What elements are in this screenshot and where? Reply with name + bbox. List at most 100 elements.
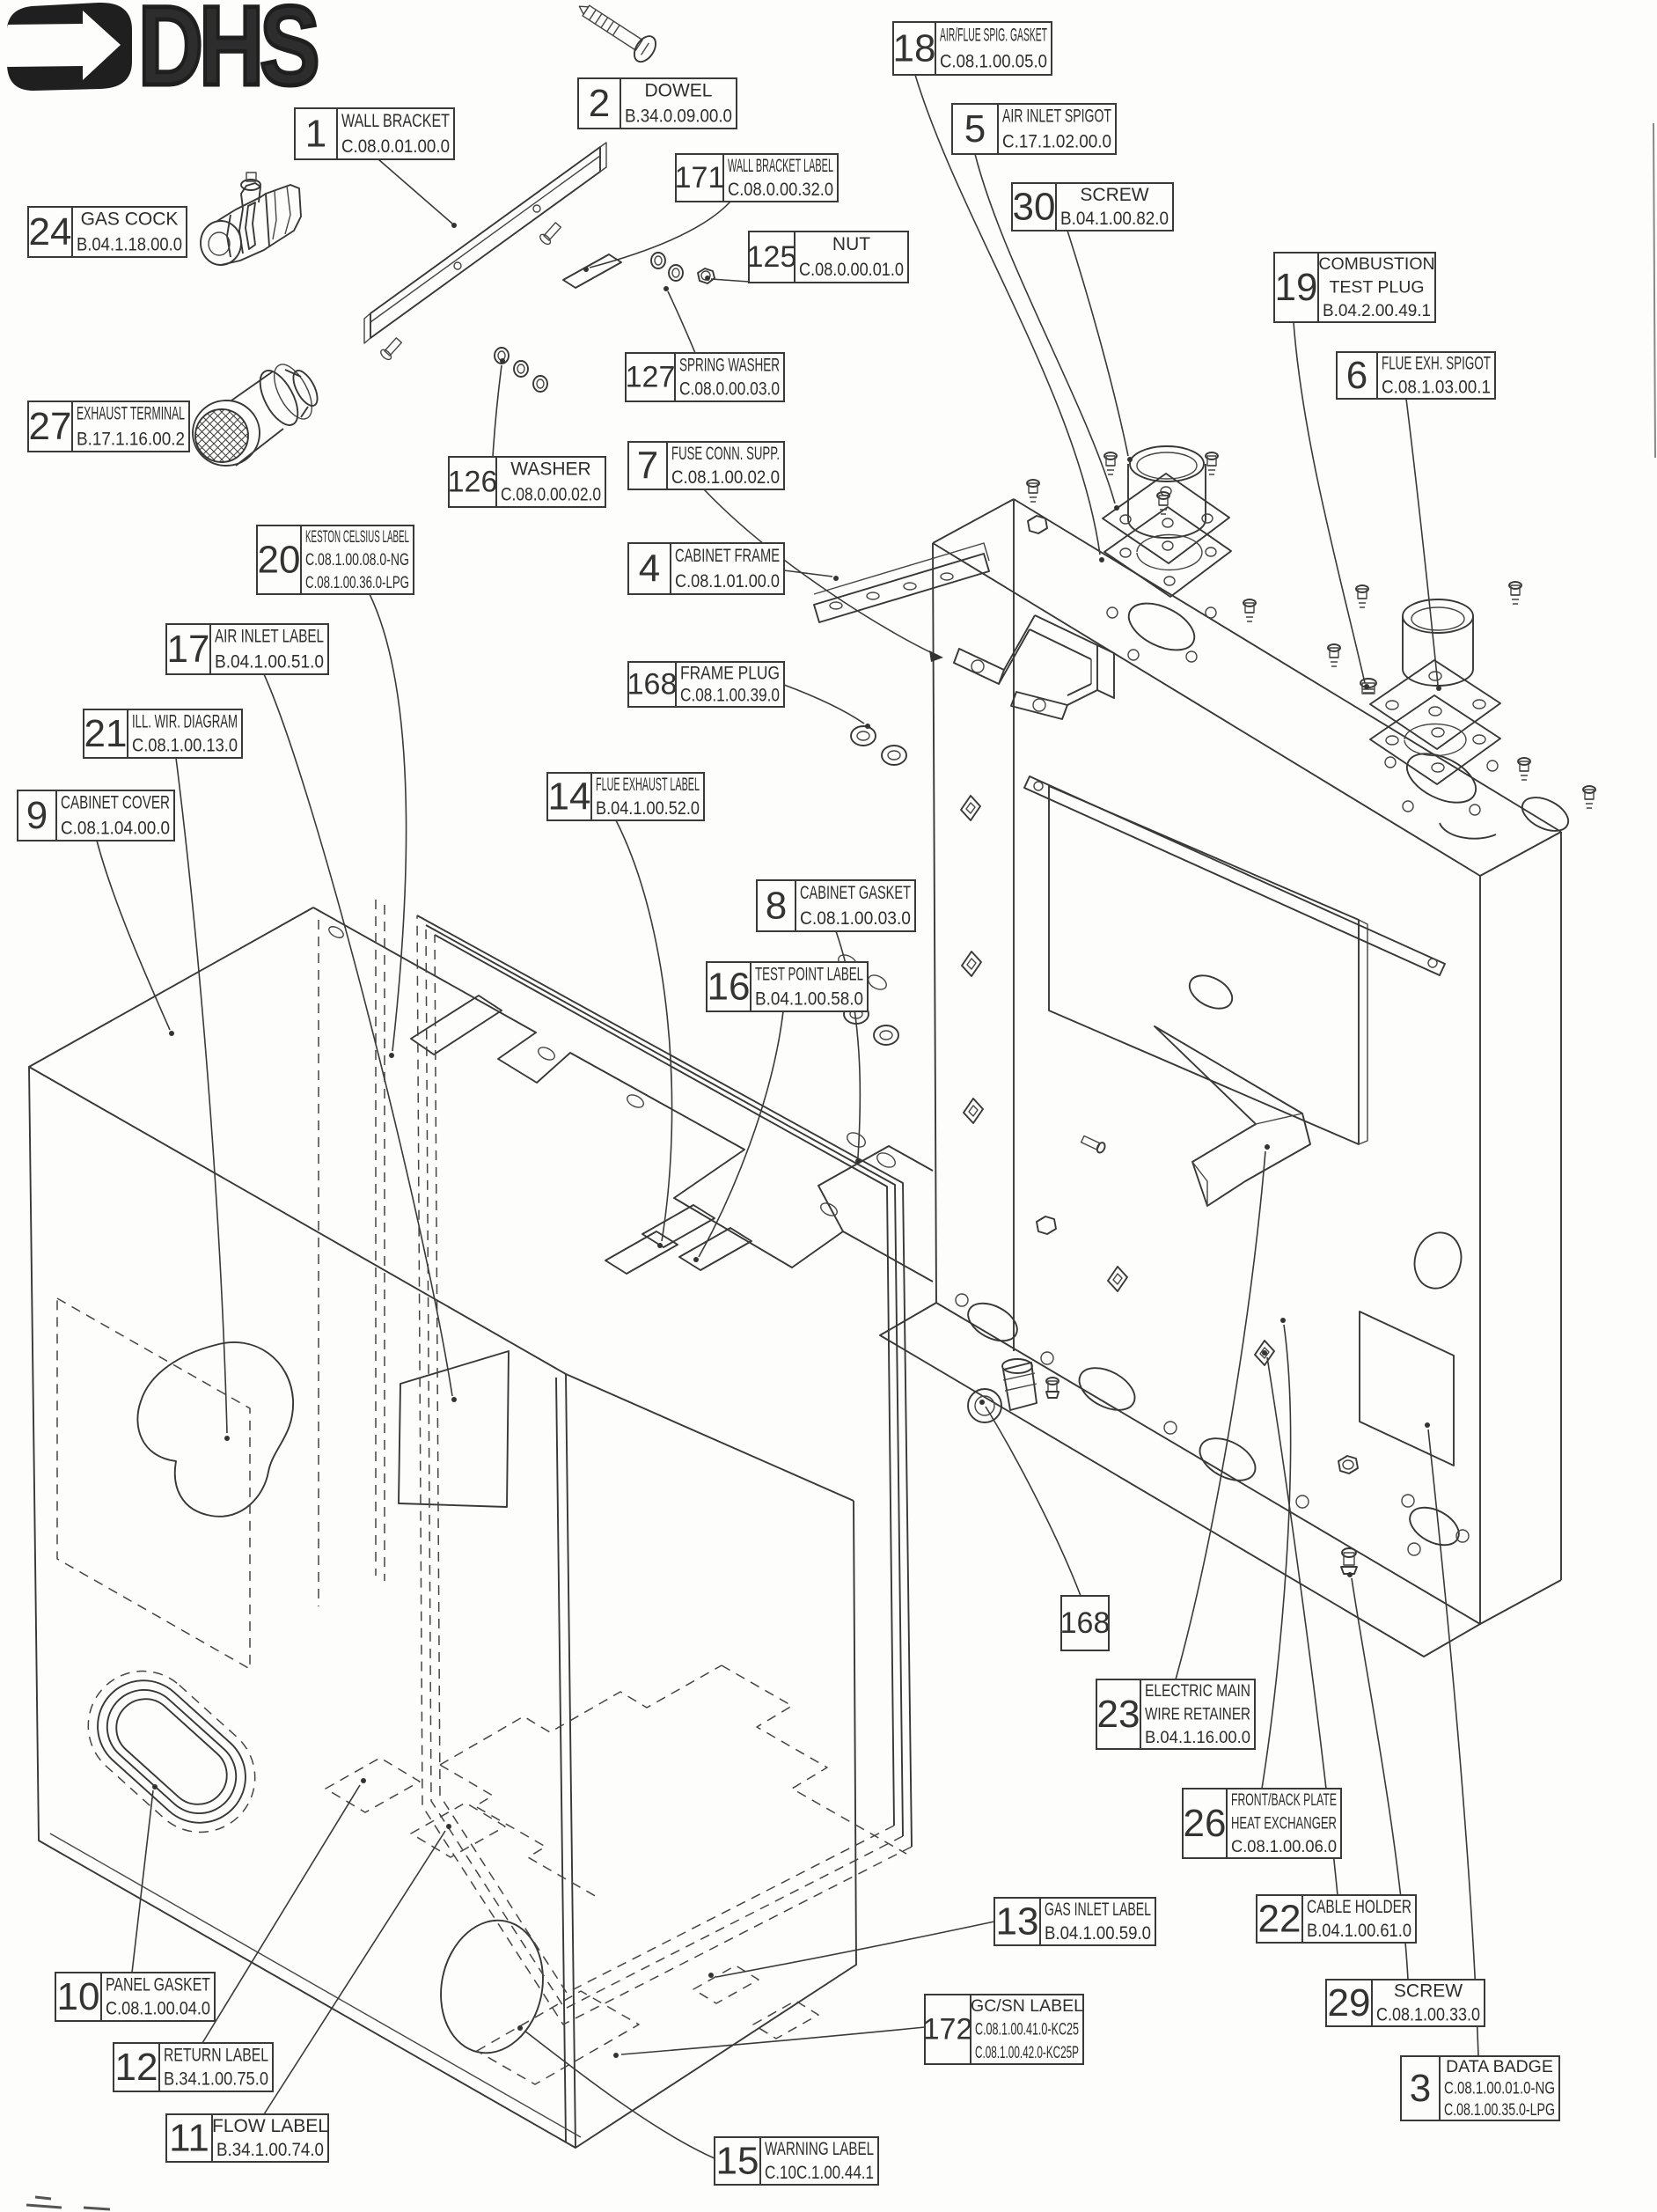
- svg-text:6: 6: [1346, 354, 1367, 397]
- svg-text:C.08.1.00.33.0: C.08.1.00.33.0: [1376, 2004, 1480, 2025]
- svg-text:168: 168: [627, 668, 678, 702]
- svg-text:13: 13: [996, 1900, 1039, 1944]
- svg-text:B.34.0.09.00.0: B.34.0.09.00.0: [625, 106, 732, 126]
- svg-text:C.08.1.00.39.0: C.08.1.00.39.0: [680, 686, 780, 706]
- svg-text:C.08.1.00.06.0: C.08.1.00.06.0: [1231, 1837, 1337, 1856]
- svg-text:B.04.1.00.58.0: B.04.1.00.58.0: [755, 989, 863, 1010]
- svg-text:PANEL GASKET: PANEL GASKET: [106, 1974, 210, 1995]
- svg-text:C.10C.1.00.44.1: C.10C.1.00.44.1: [765, 2163, 874, 2183]
- svg-text:CABINET FRAME: CABINET FRAME: [675, 546, 780, 566]
- svg-text:B.04.1.00.52.0: B.04.1.00.52.0: [596, 798, 700, 819]
- svg-text:B.17.1.16.00.2: B.17.1.16.00.2: [77, 429, 185, 449]
- svg-text:B.04.1.16.00.0: B.04.1.16.00.0: [1145, 1728, 1250, 1747]
- svg-text:FRAME PLUG: FRAME PLUG: [680, 663, 780, 683]
- svg-text:18: 18: [893, 27, 936, 70]
- svg-text:CABLE HOLDER: CABLE HOLDER: [1307, 1897, 1411, 1917]
- svg-text:SPRING WASHER: SPRING WASHER: [679, 355, 780, 375]
- svg-text:SCREW: SCREW: [1394, 1981, 1463, 2002]
- svg-text:11: 11: [169, 2117, 209, 2160]
- svg-text:C.08.1.00.08.0-NG: C.08.1.00.08.0-NG: [305, 550, 409, 570]
- svg-text:168: 168: [1060, 1606, 1111, 1640]
- svg-text:C.08.1.00.36.0-LPG: C.08.1.00.36.0-LPG: [305, 573, 409, 592]
- svg-text:126: 126: [448, 466, 498, 499]
- svg-text:WARNING LABEL: WARNING LABEL: [765, 2139, 874, 2159]
- svg-text:C.08.1.03.00.1: C.08.1.03.00.1: [1382, 377, 1491, 397]
- svg-text:21: 21: [84, 712, 128, 755]
- svg-text:B.34.1.00.75.0: B.34.1.00.75.0: [164, 2069, 268, 2090]
- svg-text:B.04.1.18.00.0: B.04.1.18.00.0: [77, 234, 182, 254]
- svg-text:B.04.1.00.59.0: B.04.1.00.59.0: [1045, 1923, 1151, 1944]
- svg-text:SCREW: SCREW: [1080, 185, 1148, 205]
- svg-text:12: 12: [115, 2046, 158, 2089]
- svg-text:NUT: NUT: [832, 234, 870, 254]
- svg-text:26: 26: [1184, 1802, 1227, 1845]
- svg-text:RETURN LABEL: RETURN LABEL: [164, 2045, 268, 2065]
- svg-text:B.04.1.00.82.0: B.04.1.00.82.0: [1060, 209, 1169, 229]
- svg-text:ILL. WIR. DIAGRAM: ILL. WIR. DIAGRAM: [132, 711, 238, 731]
- svg-text:24: 24: [29, 210, 72, 254]
- svg-text:127: 127: [626, 361, 676, 394]
- svg-text:16: 16: [708, 966, 751, 1009]
- svg-text:FLOW LABEL: FLOW LABEL: [212, 2116, 328, 2136]
- svg-text:CABINET GASKET: CABINET GASKET: [800, 883, 911, 903]
- svg-text:C.08.1.00.35.0-LPG: C.08.1.00.35.0-LPG: [1444, 2100, 1555, 2120]
- svg-text:C.08.1.00.05.0: C.08.1.00.05.0: [940, 52, 1047, 72]
- svg-text:B.34.1.00.74.0: B.34.1.00.74.0: [216, 2140, 324, 2160]
- svg-text:C.08.0.00.32.0: C.08.0.00.32.0: [728, 180, 833, 200]
- svg-text:1: 1: [305, 113, 326, 156]
- svg-text:COMBUSTION: COMBUSTION: [1318, 254, 1434, 274]
- svg-text:5: 5: [964, 107, 986, 151]
- svg-text:AIR/FLUE SPIG. GASKET: AIR/FLUE SPIG. GASKET: [940, 26, 1047, 46]
- svg-text:C.08.1.00.04.0: C.08.1.00.04.0: [106, 1999, 210, 2019]
- svg-text:DOWEL: DOWEL: [644, 81, 712, 101]
- svg-text:B.04.1.00.61.0: B.04.1.00.61.0: [1307, 1921, 1411, 1941]
- svg-text:AIR INLET SPIGOT: AIR INLET SPIGOT: [1002, 107, 1111, 127]
- svg-text:CABINET COVER: CABINET COVER: [61, 793, 170, 813]
- svg-text:FUSE CONN. SUPP.: FUSE CONN. SUPP.: [671, 444, 780, 464]
- svg-text:7: 7: [637, 445, 658, 488]
- svg-text:20: 20: [258, 539, 301, 582]
- svg-text:FLUE EXH. SPIGOT: FLUE EXH. SPIGOT: [1382, 354, 1491, 374]
- svg-text:ELECTRIC MAIN: ELECTRIC MAIN: [1145, 1681, 1250, 1701]
- svg-text:22: 22: [1258, 1898, 1301, 1941]
- svg-text:30: 30: [1013, 186, 1056, 229]
- svg-text:15: 15: [716, 2140, 759, 2183]
- svg-text:29: 29: [1328, 1981, 1371, 2025]
- svg-text:GC/SN LABEL: GC/SN LABEL: [971, 1996, 1083, 2016]
- svg-text:10: 10: [57, 1975, 100, 2018]
- svg-text:C.08.1.00.03.0: C.08.1.00.03.0: [800, 908, 911, 929]
- svg-text:DATA BADGE: DATA BADGE: [1446, 2057, 1553, 2076]
- svg-text:B.04.2.00.49.1: B.04.2.00.49.1: [1323, 301, 1431, 320]
- svg-text:WIRE RETAINER: WIRE RETAINER: [1145, 1705, 1250, 1724]
- svg-text:GAS COCK: GAS COCK: [81, 209, 179, 230]
- svg-text:WALL BRACKET: WALL BRACKET: [341, 111, 450, 131]
- svg-text:C.08.1.00.13.0: C.08.1.00.13.0: [132, 736, 238, 756]
- svg-text:C.08.0.01.00.0: C.08.0.01.00.0: [341, 136, 450, 157]
- svg-text:17: 17: [167, 628, 210, 671]
- svg-text:C.08.0.00.02.0: C.08.0.00.02.0: [501, 484, 601, 504]
- svg-text:27: 27: [29, 405, 72, 448]
- svg-text:14: 14: [548, 775, 591, 819]
- svg-text:C.08.1.00.01.0-NG: C.08.1.00.01.0-NG: [1444, 2079, 1555, 2098]
- svg-text:171: 171: [675, 161, 725, 195]
- svg-text:C.08.1.00.42.0-KC25P: C.08.1.00.42.0-KC25P: [975, 2043, 1079, 2062]
- svg-text:C.08.1.04.00.0: C.08.1.04.00.0: [61, 818, 170, 838]
- svg-text:AIR INLET LABEL: AIR INLET LABEL: [215, 627, 324, 647]
- svg-text:172: 172: [923, 2013, 973, 2047]
- svg-text:GAS INLET LABEL: GAS INLET LABEL: [1045, 1900, 1151, 1920]
- svg-text:C.08.0.00.03.0: C.08.0.00.03.0: [679, 379, 780, 400]
- svg-text:HEAT EXCHANGER: HEAT EXCHANGER: [1231, 1814, 1337, 1834]
- svg-text:19: 19: [1275, 266, 1318, 309]
- svg-text:4: 4: [639, 547, 660, 591]
- svg-text:FRONT/BACK PLATE: FRONT/BACK PLATE: [1231, 1790, 1337, 1810]
- svg-text:C.08.0.00.01.0: C.08.0.00.01.0: [799, 260, 904, 280]
- svg-text:8: 8: [766, 885, 787, 928]
- svg-text:DHS: DHS: [138, 0, 317, 109]
- svg-text:B.04.1.00.51.0: B.04.1.00.51.0: [215, 651, 324, 672]
- svg-text:9: 9: [26, 794, 48, 837]
- svg-text:FLUE EXHAUST LABEL: FLUE EXHAUST LABEL: [596, 775, 700, 795]
- svg-text:125: 125: [747, 240, 797, 274]
- svg-text:2: 2: [589, 82, 610, 125]
- svg-text:WALL BRACKET LABEL: WALL BRACKET LABEL: [728, 156, 833, 176]
- svg-text:C.08.1.01.00.0: C.08.1.01.00.0: [675, 571, 780, 592]
